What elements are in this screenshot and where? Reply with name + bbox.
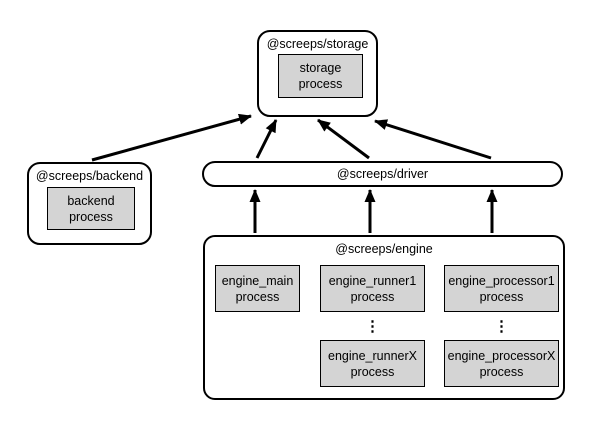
arrow-driver-to-storage [374,119,492,160]
engine-runnerX-process-box: engine_runnerX process [320,340,425,387]
backend-process-box: backend process [47,187,135,230]
node-driver-title: @screeps/driver [336,167,429,181]
node-engine-title: @screeps/engine [335,242,433,256]
engine-processorX-process-box: engine_processorX process [444,340,559,387]
node-storage-title: @screeps/storage [266,37,369,51]
vertical-ellipsis-icon: ⋮ [365,317,380,335]
node-engine: @screeps/engine engine_main process engi… [203,235,565,400]
engine-main-process-box: engine_main process [215,265,300,312]
engine-runner1-process-box: engine_runner1 process [320,265,425,312]
vertical-ellipsis-icon: ⋮ [494,317,509,335]
node-backend: @screeps/backend backend process [27,162,152,245]
node-driver: @screeps/driver [202,161,563,187]
arrow-backend-to-storage [91,113,252,162]
arrow-driver-to-storage [255,119,278,159]
storage-process-box: storage process [278,54,363,98]
node-storage: @screeps/storage storage process [257,30,378,117]
engine-processor1-process-box: engine_processor1 process [444,265,559,312]
arrow-driver-to-storage [317,118,370,160]
node-backend-title: @screeps/backend [35,169,144,183]
